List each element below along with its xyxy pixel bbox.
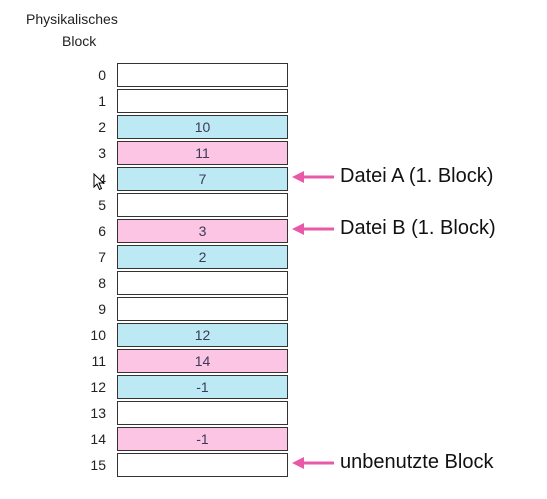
annotation-label: Datei B (1. Block) xyxy=(340,217,496,239)
header-line-1: Physikalisches xyxy=(26,11,118,27)
block-index: 13 xyxy=(90,405,106,421)
block-index: 14 xyxy=(90,431,106,447)
table-row: 15 xyxy=(90,453,288,477)
table-row: 10 12 xyxy=(90,323,288,347)
block-index: 8 xyxy=(98,275,106,291)
block-index: 11 xyxy=(91,353,106,369)
column-header: Physikalisches Block xyxy=(26,8,146,52)
next-block-value: 11 xyxy=(195,145,210,161)
next-block-value: 10 xyxy=(194,119,211,135)
arrow-left-icon xyxy=(290,170,336,184)
next-block-value: -1 xyxy=(196,379,209,395)
annotation: unbenutzte Block xyxy=(290,451,493,474)
next-block-value: 2 xyxy=(198,249,207,265)
arrow-left-icon xyxy=(290,222,336,236)
header-line-2: Block xyxy=(62,33,97,49)
table-row: 5 xyxy=(98,193,288,217)
table-row: 8 xyxy=(98,271,288,295)
block-index: 0 xyxy=(98,67,106,83)
block-index: 9 xyxy=(98,301,106,317)
table-row: 13 xyxy=(90,401,288,425)
next-block-value: -1 xyxy=(196,431,209,447)
block-index: 6 xyxy=(98,223,106,239)
table-row: 3 11 xyxy=(98,141,288,165)
mouse-cursor-icon xyxy=(93,172,105,191)
block-index: 3 xyxy=(98,145,106,161)
arrow-left-icon xyxy=(290,456,336,470)
block-index: 1 xyxy=(98,93,106,109)
table-row: 9 xyxy=(98,297,288,321)
next-block-value: 3 xyxy=(198,223,207,239)
annotation-label: unbenutzte Block xyxy=(340,451,494,473)
block-index: 4 xyxy=(98,171,106,187)
block-index: 5 xyxy=(98,197,106,213)
block-index: 2 xyxy=(98,119,106,135)
table-row: 1 xyxy=(98,89,288,113)
table-row: 11 14 xyxy=(91,349,288,373)
block-index: 12 xyxy=(90,379,106,395)
table-row: 14 -1 xyxy=(90,427,288,451)
table-row: 12 -1 xyxy=(90,375,288,399)
annotation: Datei A (1. Block) xyxy=(290,165,493,188)
next-block-value: 12 xyxy=(194,327,211,343)
annotation: Datei B (1. Block) xyxy=(290,217,496,240)
block-index: 15 xyxy=(90,457,106,473)
annotation-label: Datei A (1. Block) xyxy=(340,165,494,187)
block-index: 10 xyxy=(90,327,106,343)
table-row: 0 xyxy=(98,63,288,87)
next-block-value: 14 xyxy=(194,353,211,369)
table-row: 2 10 xyxy=(98,115,288,139)
block-index: 7 xyxy=(98,249,106,265)
next-block-value: 7 xyxy=(198,171,207,187)
